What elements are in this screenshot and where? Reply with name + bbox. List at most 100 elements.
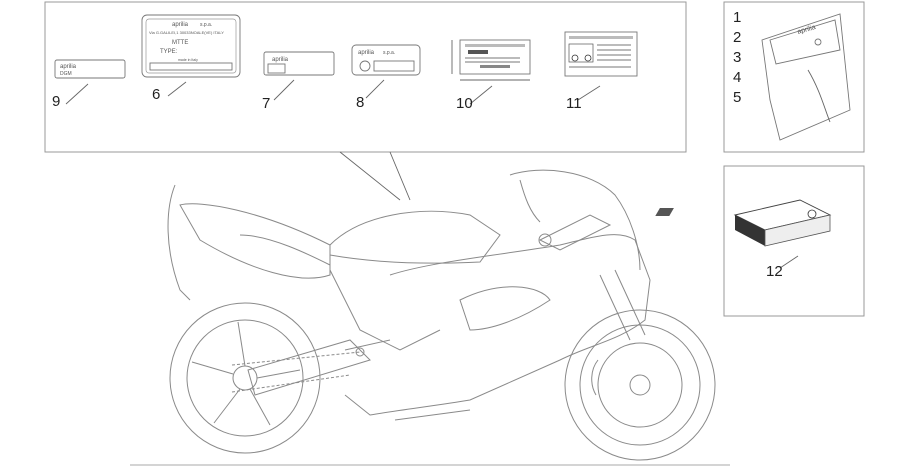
front-tire [564, 309, 716, 461]
footpeg-bracket [344, 339, 391, 351]
label-11-wheel-front [584, 54, 592, 62]
kit-item-3: 3 [733, 49, 741, 66]
label-11-header [569, 36, 633, 39]
leader-10 [469, 85, 493, 105]
bag-flap [769, 19, 841, 65]
front-nose [509, 169, 641, 271]
leader-12 [779, 255, 799, 269]
plate-9-brand: aprilia [60, 64, 77, 70]
labels-panel [44, 1, 687, 201]
part-8-plate: aprilia s.p.a. 8 [351, 44, 421, 111]
rear-hub [232, 365, 258, 391]
document-bag-illustration: aprilia [761, 13, 851, 141]
plate-6-brand: aprilia [172, 22, 189, 28]
front-brake-disc [597, 342, 683, 428]
kit-list: 1 2 3 4 5 [733, 9, 741, 106]
rear-fender [167, 184, 191, 301]
rear-tire [169, 302, 321, 454]
bar-end [538, 233, 552, 247]
label-10-text-line-2 [465, 61, 520, 63]
pointer-line-right [389, 151, 411, 201]
kit-bag-frame [723, 1, 865, 153]
label-10-text-line-1 [465, 57, 520, 59]
callout-7: 7 [262, 95, 270, 112]
label-11-line-5 [569, 66, 631, 68]
front-wheel [564, 309, 716, 461]
fuel-tank [329, 210, 501, 264]
swingarm [247, 339, 371, 396]
kit-item-4: 4 [733, 69, 741, 86]
plate-7-box [267, 63, 286, 74]
callout-10: 10 [456, 95, 473, 112]
part-7-plate: aprilia 7 [262, 51, 335, 112]
leader-6 [167, 81, 187, 97]
callout-8: 8 [356, 94, 364, 111]
footpeg [355, 347, 365, 357]
manual-pages [764, 214, 831, 247]
leader-11 [577, 85, 601, 101]
side-fairing [344, 234, 651, 416]
rear-spokes [191, 321, 301, 426]
kit-item-2: 2 [733, 29, 741, 46]
plate-6-origin: made in Italy [178, 58, 198, 62]
drive-chain [231, 351, 361, 393]
label-11-line-1 [597, 44, 631, 46]
kit-item-5: 5 [733, 89, 741, 106]
part-9-plate: aprilia DGM 9 [52, 59, 126, 110]
callout-6: 6 [152, 86, 160, 103]
plate-6-body [141, 14, 241, 78]
plate-6-field1: MTTE [172, 40, 188, 46]
front-forks [599, 269, 646, 341]
part-6-plate: aprilia s.p.a. Via G.GALILEI,1 30033NOAL… [141, 14, 241, 103]
plate-6-bar [149, 62, 233, 71]
rear-wheel [169, 302, 321, 454]
callout-12: 12 [766, 263, 783, 280]
plate-6-inner-border [145, 18, 237, 74]
label-11-line-3 [597, 54, 631, 56]
manual-cover-emblem [807, 209, 817, 219]
label-11-wheel-rear [571, 54, 579, 62]
clip-on-handlebar [538, 214, 612, 251]
pointer-line-left [339, 151, 401, 201]
plate-8-suffix: s.p.a. [383, 50, 395, 56]
label-10-logo [468, 50, 488, 54]
manual-cover-image [655, 208, 674, 216]
label-10-barcode [480, 65, 510, 68]
kit-bag-panel: 1 2 3 4 5 aprilia [723, 1, 865, 153]
owners-manual-illustration [655, 199, 832, 247]
label-11-illustration [568, 43, 594, 63]
callout-9: 9 [52, 93, 60, 110]
bag-button [814, 38, 822, 46]
label-11-line-4 [597, 59, 631, 61]
frame-rails [329, 269, 441, 351]
manual-spine [735, 215, 765, 246]
bag-fold-line [807, 69, 831, 123]
labels-panel-frame [44, 1, 687, 153]
leader-8 [365, 79, 385, 99]
plate-6-address: Via G.GALILEI,1 30033NOALE(VE) ITALY [149, 30, 224, 35]
motorcycle-illustration [130, 169, 730, 466]
plate-6-suffix: s.p.a. [200, 22, 212, 28]
tail-section [179, 203, 331, 279]
plate-9-model: DGM [60, 71, 72, 77]
plate-8-circle [359, 60, 371, 72]
rear-rim [186, 319, 304, 437]
plate-8-field [373, 60, 415, 72]
manual-panel: 12 [655, 165, 865, 317]
label-10-header [465, 44, 525, 47]
callout-11: 11 [566, 95, 582, 112]
part-11-label: 11 [564, 31, 638, 112]
front-caliper [591, 359, 599, 396]
kit-item-1: 1 [733, 9, 741, 26]
leader-7 [273, 79, 295, 101]
front-hub [629, 374, 651, 396]
plate-6-field2: TYPE: [160, 49, 178, 55]
leader-9 [65, 83, 89, 105]
plate-7-brand: aprilia [272, 57, 289, 63]
manual-frame [723, 165, 865, 317]
exhaust [394, 409, 471, 421]
fairing-vent [459, 286, 551, 331]
seat [239, 234, 331, 266]
plate-9-body [54, 59, 126, 79]
